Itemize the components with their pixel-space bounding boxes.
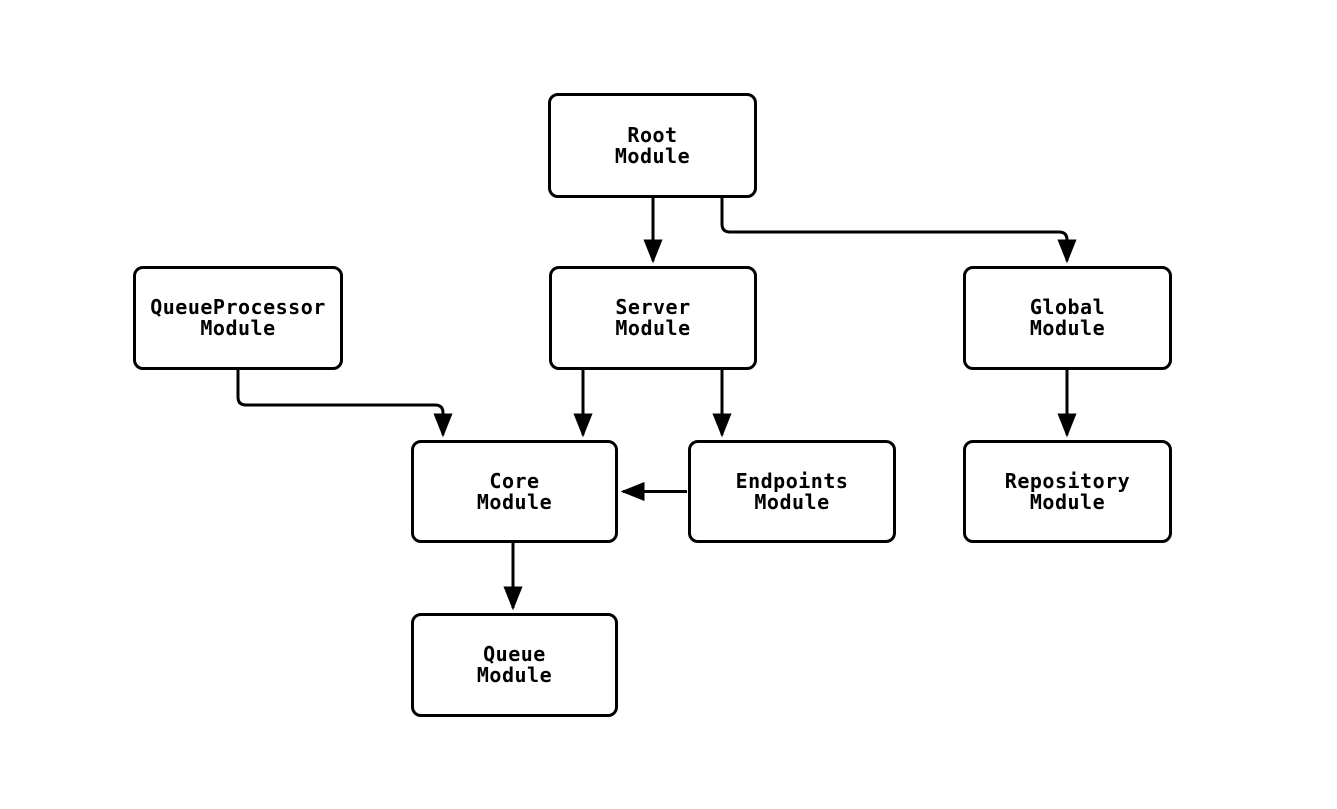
node-core-module-label: Core Module xyxy=(476,468,553,514)
node-repository-module: Repository Module xyxy=(963,440,1172,543)
edge-root-to-global xyxy=(720,198,1077,264)
node-queue-module-label: Queue Module xyxy=(476,642,553,687)
node-endpoints-module: Endpoints Module xyxy=(688,440,896,543)
node-root-module: Root Module xyxy=(548,93,757,198)
node-queueprocessor-module: QueueProcessor Module xyxy=(133,266,343,370)
node-queue-module: Queue Module xyxy=(411,613,618,717)
node-global-module-label: Global Module xyxy=(1029,295,1106,340)
node-core-module: Core Module xyxy=(411,440,618,543)
node-root-module-label: Root Module xyxy=(614,122,691,168)
node-server-module: Server Module xyxy=(549,266,757,370)
node-endpoints-module-label: Endpoints Module xyxy=(735,468,849,514)
node-queueprocessor-module-label: QueueProcessor Module xyxy=(150,295,326,340)
node-server-module-label: Server Module xyxy=(615,295,691,340)
node-global-module: Global Module xyxy=(963,266,1172,370)
node-repository-module-label: Repository Module xyxy=(1004,468,1131,514)
edge-queueprocessor-to-core xyxy=(236,370,453,438)
